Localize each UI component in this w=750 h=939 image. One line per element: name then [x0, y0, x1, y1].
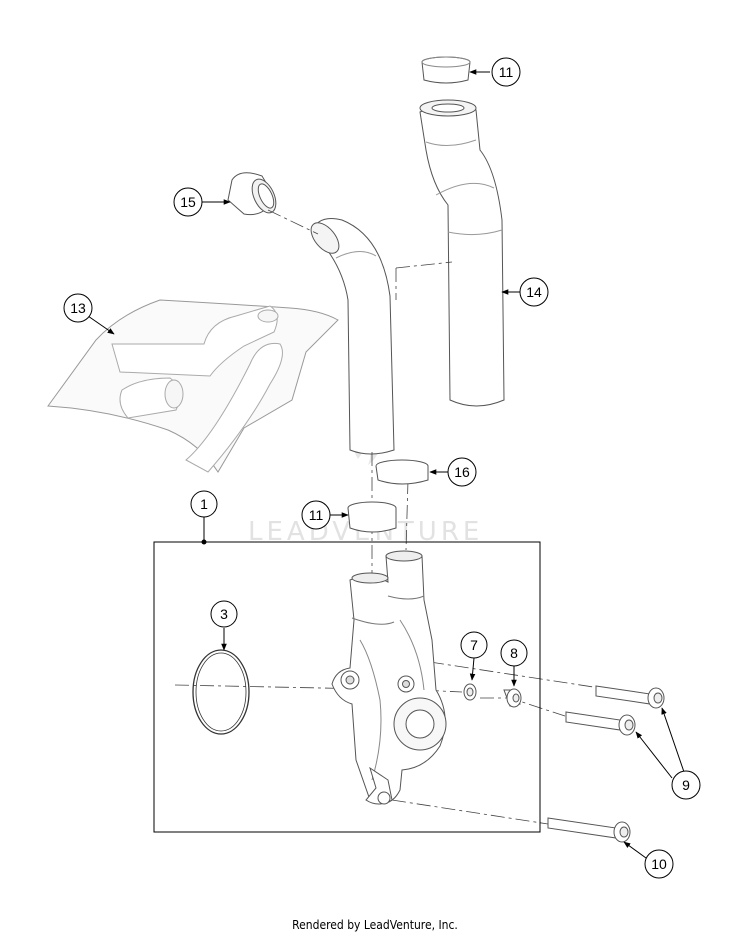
- svg-text:13: 13: [70, 300, 86, 316]
- washer-7: [463, 683, 477, 701]
- hose-kit-bag: [47, 299, 339, 473]
- callout-8: 8: [500, 639, 528, 667]
- svg-text:3: 3: [220, 606, 228, 622]
- clamp-top: [421, 56, 471, 84]
- svg-text:10: 10: [651, 856, 667, 872]
- clamp-16: [375, 459, 429, 485]
- bolt-10: [547, 817, 631, 843]
- svg-text:11: 11: [309, 507, 324, 523]
- callout-16: 16: [447, 457, 477, 487]
- svg-text:15: 15: [180, 194, 196, 210]
- callout-11-top: 11: [491, 57, 521, 87]
- callout-15: 15: [173, 187, 203, 217]
- svg-text:11: 11: [499, 64, 514, 80]
- callout-arrows: [87, 69, 685, 859]
- svg-text:16: 16: [454, 464, 470, 480]
- svg-text:14: 14: [526, 284, 542, 300]
- hose-upper-right: [419, 99, 505, 407]
- clamp-mid: [347, 501, 397, 533]
- callout-3: 3: [210, 600, 238, 628]
- bolts-9: [565, 685, 665, 736]
- svg-text:9: 9: [682, 777, 690, 793]
- spacer-8: [503, 688, 522, 708]
- o-ring: [192, 649, 250, 735]
- callout-14: 14: [519, 277, 549, 307]
- svg-text:7: 7: [470, 637, 478, 653]
- callout-13: 13: [63, 293, 93, 323]
- hose-center: [310, 218, 395, 455]
- water-pump-housing: [331, 550, 447, 805]
- callout-1: 1: [190, 490, 218, 518]
- footer-credit: Rendered by LeadVenture, Inc.: [292, 918, 458, 932]
- callout-10: 10: [644, 849, 674, 879]
- clamp-15: [227, 172, 277, 216]
- callout-9: 9: [671, 770, 701, 800]
- svg-text:8: 8: [510, 645, 518, 661]
- svg-text:1: 1: [200, 496, 208, 512]
- callout-7: 7: [460, 631, 488, 659]
- callout-11-mid: 11: [301, 500, 331, 530]
- assembly-box: [153, 541, 541, 833]
